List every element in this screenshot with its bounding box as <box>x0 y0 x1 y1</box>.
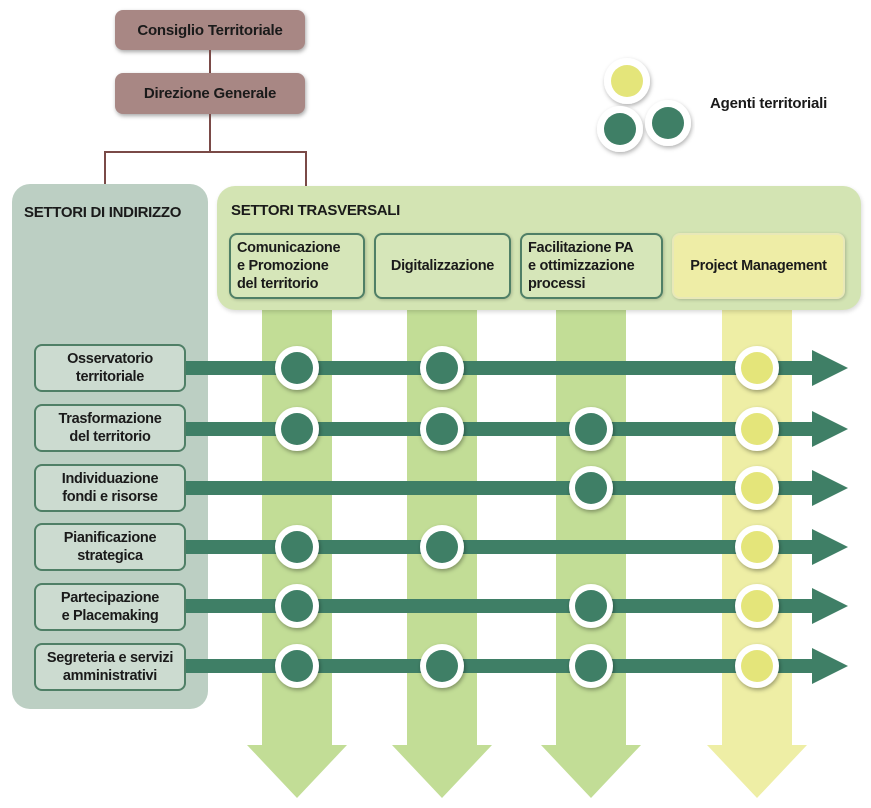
settori-indirizzo-title: SETTORI DI INDIRIZZO <box>24 204 182 221</box>
legend-node-green <box>645 100 691 146</box>
column-header-digitalizzazione: Digitalizzazione <box>374 233 511 299</box>
row-label-box: Pianificazione strategica <box>34 523 186 571</box>
row-label-line: Trasformazione <box>58 411 162 427</box>
row-label-line: Pianificazione <box>63 530 157 546</box>
right-arrow-head-icon <box>812 588 848 624</box>
agent-node-green <box>575 650 607 682</box>
agent-node-green <box>575 472 607 504</box>
row-connector-line <box>186 422 822 436</box>
agent-node-green <box>281 352 313 384</box>
row-label-box: Segreteria e servizi amministrativi <box>34 643 186 691</box>
agent-node-green <box>281 413 313 445</box>
row-label-line: e Placemaking <box>61 608 159 624</box>
row-connector-line <box>186 659 822 673</box>
row-label-line: strategica <box>77 548 143 564</box>
agent-node-green <box>426 531 458 563</box>
agent-node-yellow <box>741 413 773 445</box>
connector-line <box>305 151 307 187</box>
agent-node-green <box>281 650 313 682</box>
column-header-project-management: Project Management <box>672 233 845 299</box>
legend-node-yellow <box>604 58 650 104</box>
right-arrow-head-icon <box>812 411 848 447</box>
connector-line <box>104 151 307 153</box>
row-label-line: fondi e risorse <box>62 489 158 505</box>
row-connector-line <box>186 361 822 375</box>
row-connector-line <box>186 540 822 554</box>
column-header-line: e Promozione <box>237 258 329 274</box>
agent-node-yellow <box>741 352 773 384</box>
right-arrow-head-icon <box>812 648 848 684</box>
right-arrow-head-icon <box>812 470 848 506</box>
row-connector-line <box>186 481 822 495</box>
legend-label: Agenti territoriali <box>710 95 828 112</box>
column-header-facilitazione: Facilitazione PA e ottimizzazione proces… <box>520 233 663 299</box>
agent-node-yellow <box>741 590 773 622</box>
agent-node-yellow <box>741 650 773 682</box>
agent-node-green <box>426 650 458 682</box>
row-label-box: Osservatorio territoriale <box>34 344 186 392</box>
agent-node-green <box>281 590 313 622</box>
row-connector-line <box>186 599 822 613</box>
column-header-line: Digitalizzazione <box>390 258 495 274</box>
row-label-line: Partecipazione <box>60 590 160 606</box>
row-label-box: Partecipazione e Placemaking <box>34 583 186 631</box>
connector-line <box>209 50 211 73</box>
column-header-line: Comunicazione <box>237 240 341 256</box>
right-arrow-head-icon <box>812 350 848 386</box>
column-header-line: processi <box>528 276 586 292</box>
row-label-line: Individuazione <box>61 471 159 487</box>
right-arrow-head-icon <box>812 529 848 565</box>
column-header-line: Facilitazione PA <box>528 240 634 256</box>
agent-node-green <box>281 531 313 563</box>
agent-node-yellow <box>741 531 773 563</box>
consiglio-territoriale-box: Consiglio Territoriale <box>115 10 305 50</box>
agents-legend-icon <box>597 58 691 152</box>
column-header-line: Project Management <box>690 258 827 274</box>
agent-node-green <box>426 413 458 445</box>
row-label-line: amministrativi <box>62 668 158 684</box>
connector-line <box>209 114 211 152</box>
row-label-line: Segreteria e servizi <box>46 650 174 666</box>
consiglio-territoriale-label: Consiglio Territoriale <box>137 21 283 39</box>
connector-line <box>104 151 106 185</box>
settori-trasversali-title: SETTORI TRASVERSALI <box>231 202 401 219</box>
agent-node-green <box>575 590 607 622</box>
row-label-line: del territorio <box>69 429 151 445</box>
row-label-line: territoriale <box>75 369 145 385</box>
legend-node-green <box>597 106 643 152</box>
column-header-comunicazione: Comunicazione e Promozione del territori… <box>229 233 365 299</box>
direzione-generale-box: Direzione Generale <box>115 73 305 114</box>
agent-node-yellow <box>741 472 773 504</box>
agent-node-green <box>426 352 458 384</box>
agent-node-green <box>575 413 607 445</box>
column-header-line: del territorio <box>237 276 319 292</box>
row-label-line: Osservatorio <box>67 351 153 367</box>
row-label-box: Trasformazione del territorio <box>34 404 186 452</box>
direzione-generale-label: Direzione Generale <box>143 85 277 102</box>
column-header-line: e ottimizzazione <box>528 258 635 274</box>
row-label-box: Individuazione fondi e risorse <box>34 464 186 512</box>
